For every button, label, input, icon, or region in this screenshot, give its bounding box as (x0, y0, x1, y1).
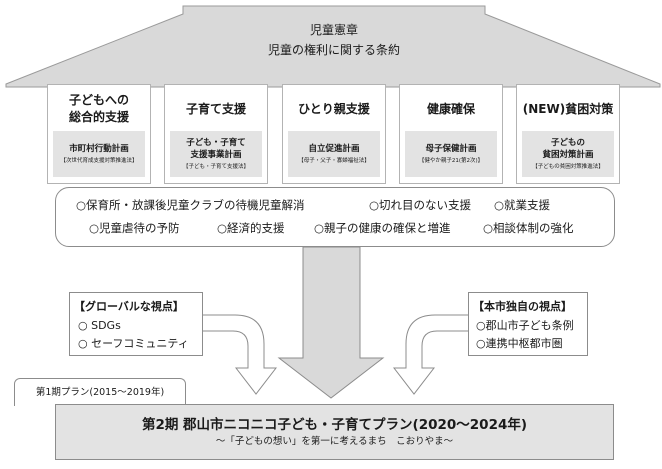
global-view-title: 【グローバルな視点】 (74, 300, 184, 313)
plan-name: 母子保健計画 (425, 143, 477, 154)
left-curved-arrow (199, 314, 278, 395)
local-view-item: ○郡山市子ども条例 (476, 319, 574, 332)
top-arrow-text: 児童憲章 児童の権利に関する条約 (183, 18, 485, 62)
measure-item: ○親子の健康の確保と増進 (314, 221, 451, 235)
plan-law: 【健やか親子21(第2次)】 (418, 157, 484, 164)
children-charter-label: 児童憲章 (309, 23, 358, 37)
top-down-arrow (5, 5, 661, 88)
first-plan-label: 第1期プラン(2015～2019年) (35, 386, 165, 398)
center-down-arrow (277, 246, 385, 399)
pillar-single-parent-support: ひとり親支援 自立促進計画 【母子・父子・寡婦福祉法】 (282, 84, 386, 184)
measure-item: ○相談体制の強化 (483, 221, 574, 235)
plan-name: 子どもの (550, 137, 585, 148)
pillar-title-line: ひとり親支援 (298, 101, 370, 116)
pillar-title-line: 総合的支援 (68, 110, 129, 124)
second-plan-box: 第2期 郡山市ニコニコ子ども・子育てプラン(2020～2024年) ～「子どもの… (55, 404, 614, 460)
pillar-title-line: 子育て支援 (185, 101, 246, 116)
first-plan-tab: 第1期プラン(2015～2019年) (14, 378, 186, 406)
pillar-title-line: 子どもへの (68, 93, 129, 107)
plan-box: 市町村行動計画 【次世代育成支援対策推進法】 (53, 131, 145, 177)
crc-convention-label: 児童の権利に関する条約 (267, 43, 400, 57)
plan-name: 貧困対策計画 (542, 149, 594, 160)
global-view-box: 【グローバルな視点】 ○ SDGs ○ セーフコミュニティ (69, 292, 203, 356)
plan-law: 【次世代育成支援対策推進法】 (60, 157, 138, 164)
global-view-item: ○ セーフコミュニティ (78, 337, 189, 350)
pillar-comprehensive-support: 子どもへの 総合的支援 市町村行動計画 【次世代育成支援対策推進法】 (47, 84, 151, 184)
plan-box: 子どもの 貧困対策計画 【子どもの貧困対策推進法】 (522, 131, 614, 177)
measure-item: ○児童虐待の予防 (89, 221, 180, 235)
pillar-health: 健康確保 母子保健計画 【健やか親子21(第2次)】 (399, 84, 503, 184)
measure-item: ○経済的支援 (217, 221, 285, 235)
local-view-item: ○連携中枢都市圏 (476, 337, 563, 350)
plan-law: 【子どもの貧困対策推進法】 (532, 163, 604, 170)
second-plan-title: 第2期 郡山市ニコニコ子ども・子育てプラン(2020～2024年) (141, 417, 528, 433)
pillar-title-line: 健康確保 (426, 101, 475, 116)
right-curved-arrow (392, 314, 471, 395)
plan-name: 自立促進計画 (308, 143, 360, 154)
pillar-title: (NEW)貧困対策 (517, 91, 619, 127)
plan-name: 子ども・子育て (186, 137, 246, 148)
pillar-title-line: (NEW)貧困対策 (522, 101, 614, 116)
plan-name: 支援事業計画 (190, 149, 242, 160)
plan-name: 市町村行動計画 (69, 143, 129, 154)
second-plan-slogan: ～「子どもの想い」を第一に考えるまち こおりやま～ (215, 436, 454, 447)
measure-item: ○保育所・放課後児童クラブの待機児童解消 (76, 198, 305, 212)
pillar-poverty-measures: (NEW)貧困対策 子どもの 貧困対策計画 【子どもの貧困対策推進法】 (516, 84, 620, 184)
pillar-title: 子どもへの 総合的支援 (48, 91, 150, 127)
global-view-item: ○ SDGs (78, 319, 121, 332)
plan-box: 子ども・子育て 支援事業計画 【子ども・子育て支援法】 (170, 131, 262, 177)
pillar-childcare-support: 子育て支援 子ども・子育て 支援事業計画 【子ども・子育て支援法】 (164, 84, 268, 184)
pillar-title: 健康確保 (400, 91, 502, 127)
measures-box: ○保育所・放課後児童クラブの待機児童解消 ○切れ目のない支援 ○就業支援 ○児童… (55, 187, 615, 247)
local-view-box: 【本市独自の視点】 ○郡山市子ども条例 ○連携中枢都市圏 (468, 292, 588, 356)
measure-item: ○就業支援 (494, 198, 551, 212)
plan-law: 【母子・父子・寡婦福祉法】 (298, 157, 370, 164)
measure-item: ○切れ目のない支援 (369, 198, 472, 212)
pillar-title: 子育て支援 (165, 91, 267, 127)
plan-box: 母子保健計画 【健やか親子21(第2次)】 (405, 131, 497, 177)
pillar-title: ひとり親支援 (283, 91, 385, 127)
plan-box: 自立促進計画 【母子・父子・寡婦福祉法】 (288, 131, 380, 177)
local-view-title: 【本市独自の視点】 (473, 300, 572, 313)
plan-law: 【子ども・子育て支援法】 (182, 163, 249, 170)
